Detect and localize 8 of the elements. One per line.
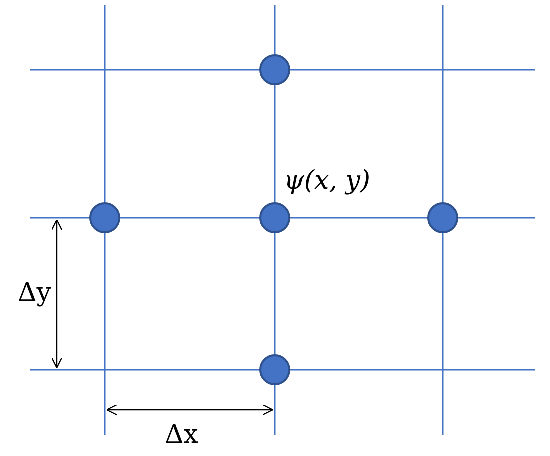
grid-point — [259, 54, 291, 86]
grid-point — [89, 202, 121, 234]
grid-point — [259, 354, 291, 386]
grid-point — [259, 202, 291, 234]
function-label: ψ(x, y) — [284, 168, 371, 194]
dimension-label: Δx — [165, 422, 198, 448]
dimension-label: Δy — [18, 280, 52, 306]
grid-point — [427, 202, 459, 234]
